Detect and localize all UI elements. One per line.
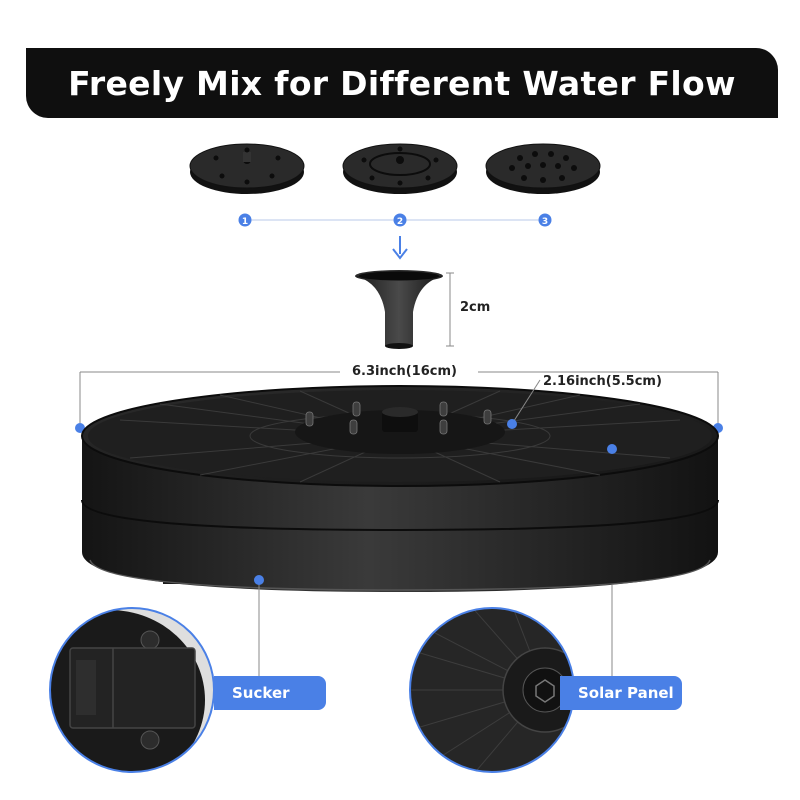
svg-text:3: 3 xyxy=(542,217,548,227)
sucker-callout: Sucker xyxy=(214,676,326,710)
solar-panel-detail-circle xyxy=(409,607,575,773)
arrow-down-icon xyxy=(392,236,408,260)
nozzle-height-label: 2cm xyxy=(460,300,491,315)
nozzle-disc-3 xyxy=(485,143,601,194)
nozzle-disc-1 xyxy=(189,143,305,194)
nozzle-disc-2 xyxy=(342,143,458,194)
svg-text:2: 2 xyxy=(397,217,403,227)
height-label: 2.16inch(5.5cm) xyxy=(543,374,662,389)
diameter-label: 6.3inch(16cm) xyxy=(352,364,457,379)
step-marker-2: 2 xyxy=(393,213,407,227)
leader-lines xyxy=(254,575,613,690)
height-dimension xyxy=(507,379,617,454)
solar-panel-callout: Solar Panel xyxy=(560,676,682,710)
sucker-detail-circle xyxy=(49,607,215,773)
nozzle-height-dimension xyxy=(446,272,454,347)
title-banner: Freely Mix for Different Water Flow xyxy=(26,48,778,118)
solar-fountain-body xyxy=(81,385,719,592)
step-marker-3: 3 xyxy=(538,213,552,227)
page-title: Freely Mix for Different Water Flow xyxy=(68,63,736,103)
svg-text:1: 1 xyxy=(242,217,248,227)
step-marker-1: 1 xyxy=(238,213,252,227)
nozzle-funnel xyxy=(355,270,443,349)
